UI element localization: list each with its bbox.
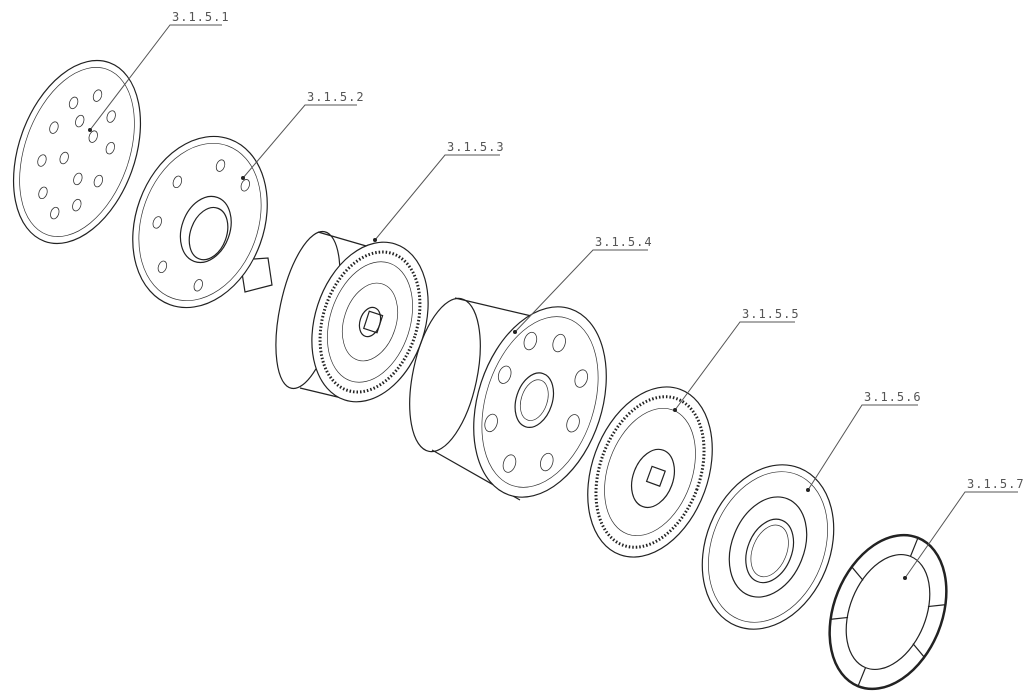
label-3-1-5-2: 3.1.5.2 <box>307 90 365 104</box>
callout-3-1-5-3: 3.1.5.3 <box>373 140 505 242</box>
part-gear-drum <box>275 230 429 403</box>
label-3-1-5-1: 3.1.5.1 <box>172 10 230 24</box>
label-3-1-5-5: 3.1.5.5 <box>742 307 800 321</box>
label-3-1-5-4: 3.1.5.4 <box>595 235 653 249</box>
label-3-1-5-6: 3.1.5.6 <box>864 390 922 404</box>
label-3-1-5-3: 3.1.5.3 <box>447 140 505 154</box>
callout-3-1-5-1: 3.1.5.1 <box>88 10 230 132</box>
label-3-1-5-7: 3.1.5.7 <box>967 477 1023 491</box>
part-ring-gear <box>587 386 713 558</box>
part-housing-drum <box>409 297 607 501</box>
part-flange-plate <box>132 135 273 309</box>
callout-3-1-5-2: 3.1.5.2 <box>241 90 365 180</box>
plate-holes <box>37 89 116 220</box>
callout-3-1-5-5: 3.1.5.5 <box>673 307 800 412</box>
callout-3-1-5-7: 3.1.5.7 <box>903 477 1023 580</box>
callout-3-1-5-6: 3.1.5.6 <box>806 390 922 492</box>
part-segmented-ring <box>828 533 948 691</box>
callout-3-1-5-4: 3.1.5.4 <box>513 235 653 334</box>
part-end-plate <box>12 59 142 245</box>
part-cover-plate <box>701 464 835 630</box>
